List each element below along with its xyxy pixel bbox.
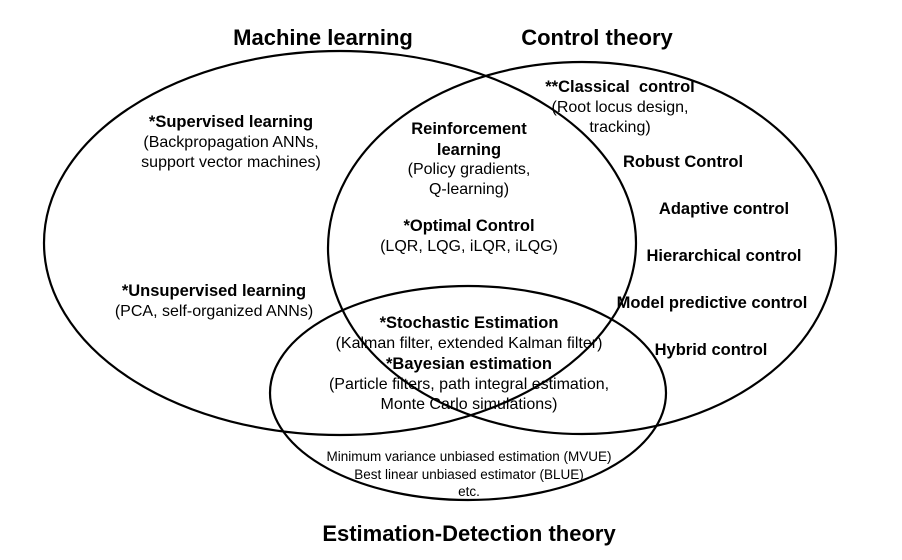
classical-control-desc-1: (Root locus design, [551, 98, 689, 116]
supervised-learning-heading: *Supervised learning [148, 113, 314, 131]
etc-label: etc. [458, 484, 480, 500]
adaptive-control-label: Adaptive control [658, 200, 790, 218]
unsupervised-learning-desc: (PCA, self-organized ANNs) [114, 302, 314, 320]
reinforcement-learning-desc-2: Q-learning) [428, 181, 510, 199]
reinforcement-learning-heading-1: Reinforcement [411, 120, 527, 138]
bayesian-estimation-desc-2: Monte Carlo simulations) [380, 395, 558, 413]
classical-control-desc-2: tracking) [589, 118, 651, 136]
optimal-control-block: *Optimal Control (LQR, LQG, iLQR, iLQG) [380, 216, 558, 257]
stochastic-estimation-heading: *Stochastic Estimation [379, 314, 559, 332]
robust-control-label: Robust Control [622, 153, 744, 171]
hybrid-control-label: Hybrid control [654, 341, 768, 359]
reinforcement-learning-desc-1: (Policy gradients, [407, 161, 531, 179]
unsupervised-learning-heading: *Unsupervised learning [121, 282, 307, 300]
control-theory-circle [326, 60, 838, 436]
blue-label: Best linear unbiased estimator (BLUE) [354, 466, 584, 482]
reinforcement-learning-heading-2: learning [436, 140, 502, 159]
supervised-learning-block: *Supervised learning (Backpropagation AN… [141, 112, 321, 173]
reinforcement-learning-block: Reinforcement learning (Policy gradients… [408, 119, 531, 200]
control-theory-title: Control theory [521, 25, 673, 50]
stochastic-estimation-block: *Stochastic Estimation (Kalman filter, e… [336, 313, 603, 354]
estimation-detection-title: Estimation-Detection theory [322, 521, 616, 546]
bayesian-estimation-block: *Bayesian estimation (Particle filters, … [329, 354, 609, 415]
optimal-control-desc: (LQR, LQG, iLQR, iLQG) [380, 237, 558, 255]
classical-control-block: **Classical control (Root locus design, … [545, 77, 694, 138]
hierarchical-control-label: Hierarchical control [646, 247, 802, 265]
unsupervised-learning-block: *Unsupervised learning (PCA, self-organi… [115, 281, 313, 322]
supervised-learning-desc-2: support vector machines) [141, 153, 321, 171]
bayesian-estimation-heading: *Bayesian estimation [386, 355, 552, 373]
optimal-control-heading: *Optimal Control [403, 217, 535, 235]
supervised-learning-desc-1: (Backpropagation ANNs, [143, 133, 319, 151]
bayesian-estimation-desc-1: (Particle filters, path integral estimat… [328, 375, 610, 393]
model-predictive-control-label: Model predictive control [616, 294, 808, 312]
estimation-detection-circle [268, 284, 668, 502]
machine-learning-circle [42, 49, 638, 437]
mvue-label: Minimum variance unbiased estimation (MV… [326, 449, 612, 464]
stochastic-estimation-desc: (Kalman filter, extended Kalman filter) [335, 334, 603, 352]
machine-learning-title: Machine learning [233, 25, 413, 50]
estimation-theory-block: Minimum variance unbiased estimation (MV… [326, 448, 611, 501]
classical-control-heading: **Classical control [545, 78, 695, 96]
